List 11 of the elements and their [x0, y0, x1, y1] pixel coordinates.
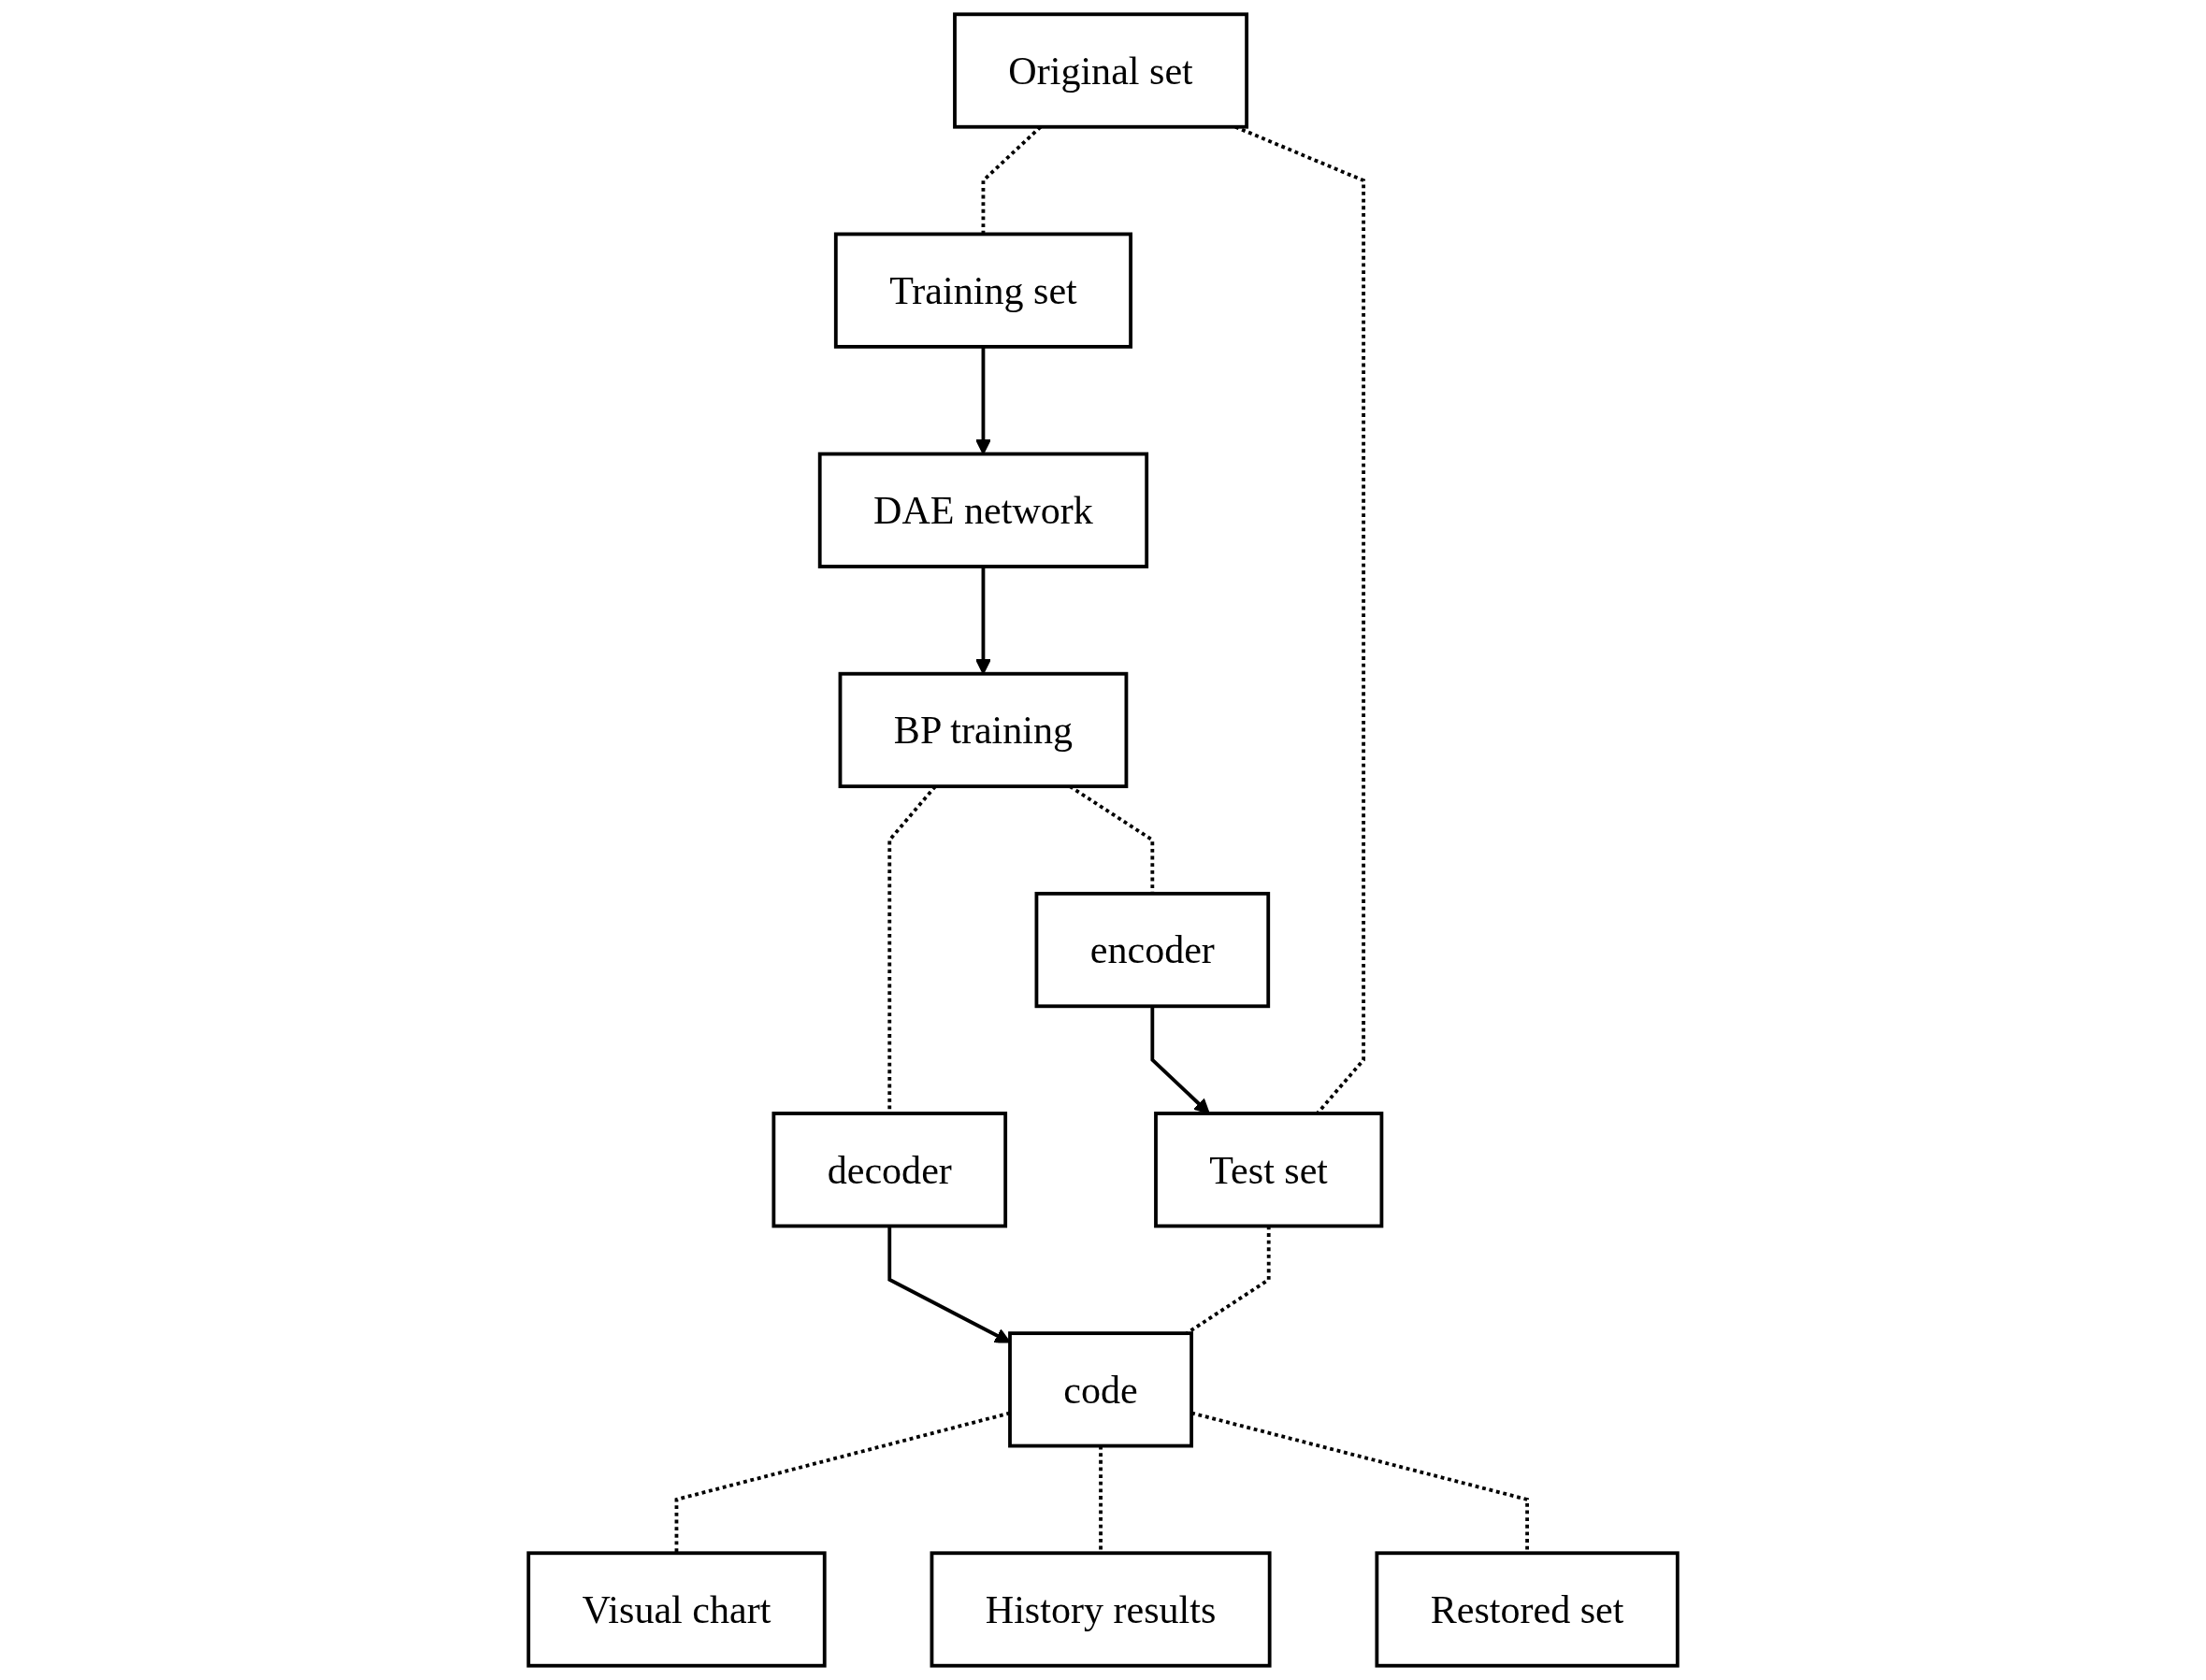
- node-box: Training set: [833, 232, 1132, 349]
- node-box: Visual chart: [526, 1551, 827, 1668]
- node-box: History results: [930, 1551, 1272, 1668]
- node-box: decoder: [771, 1112, 1008, 1228]
- node-box: Original set: [953, 12, 1248, 129]
- node-box: Restored set: [1375, 1551, 1680, 1668]
- node-box: BP training: [838, 671, 1129, 789]
- node-box: encoder: [1034, 891, 1271, 1009]
- node-box: DAE network: [817, 452, 1149, 568]
- node-box: code: [1008, 1331, 1193, 1448]
- node-box: Test set: [1154, 1112, 1384, 1228]
